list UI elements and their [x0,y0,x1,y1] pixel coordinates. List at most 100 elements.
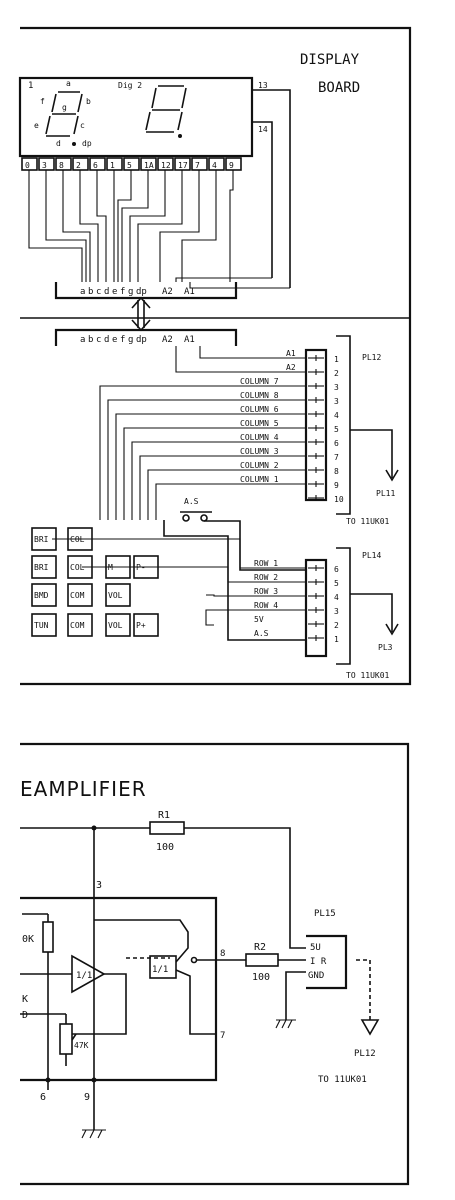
bus-label-lower: d [104,335,109,345]
key-cell [31,555,57,579]
pin-to-bus-wires [28,170,290,289]
bus-label-lower: e [112,335,117,345]
pl15-pin-2: I R [310,957,327,967]
pin-number: 2 [76,161,81,170]
r1-value: 100 [156,842,174,853]
pl14-connector: PL14 PL3 TO 11UK01 [304,547,399,680]
pl12-wire [107,399,306,520]
pl14-pin-number: 1 [334,635,339,644]
pl12-signal-label: COLUMN 2 [240,461,279,470]
r1-resistor [149,821,185,835]
key-cell [31,613,57,637]
pl12-wire [123,427,306,520]
left-partial-3: D [22,1010,28,1021]
pl12-signal-label: A1 [286,349,296,358]
bus-wire [229,170,234,282]
pl12-signal-label: A2 [286,363,296,372]
display-board-frame [20,26,412,686]
node-9: 9 [84,1092,90,1103]
preamplifier-section: EAMPLIFIER R1 100 3 0K K D 47K 1/1 [20,742,410,1186]
r2-resistor [245,953,279,967]
pl14-signal-label: ROW 3 [254,587,278,596]
pin-number: 1 [110,161,115,170]
pl12-pin-number: 1 [334,355,339,364]
bus-wire [96,170,107,282]
bus-label-upper: c [96,287,101,297]
key-cell [67,583,93,607]
bus-label-upper: A2 [162,287,173,297]
pin-number: 8 [59,161,64,170]
ground-symbol [81,1129,106,1139]
key-label: TUN [34,621,49,630]
pl12-wire [99,385,306,520]
pl12-pin-number: 3 [334,397,339,406]
pl12-dest: PL11 [376,489,395,498]
bus-label-upper: a [80,287,85,297]
amp-triangle [71,954,106,994]
pl15-to: TO 11UK01 [318,1075,367,1085]
pl15-arrow [360,1019,380,1036]
pl12-wire [131,441,306,520]
bus-label-upper: g [128,287,133,297]
pl15-pin-1: 5U [310,943,321,953]
pin-number: 7 [195,161,200,170]
pl12-signal-label: COLUMN 7 [240,377,279,386]
pl12-wire [147,469,306,520]
pin-number: 3 [42,161,47,170]
pl14-pin-number: 5 [334,579,339,588]
bus-label-lower: a [80,335,85,345]
bus-label-lower: c [96,335,101,345]
bus-label-lower: f [120,335,125,345]
seg-label-b: b [86,97,91,106]
inv-label: 1/1 [152,965,168,975]
pl12-wire [175,346,306,373]
bus-label-upper: b [88,287,93,297]
pl12-pin-number: 2 [334,369,339,378]
pl14-signal-label: ROW 4 [254,601,278,610]
bus-wire [181,170,217,282]
r2-value: 100 [252,972,270,983]
display-board-section: DISPLAY BOARD 1 a b c d e f g dp Dig 2 [18,26,412,686]
pin-number: 6 [93,161,98,170]
pl12-signal-label: COLUMN 3 [240,447,279,456]
key-cell [31,583,57,607]
node-6: 6 [40,1092,46,1103]
as-switch: A.S [163,497,306,641]
pl14-pin-number: 3 [334,607,339,616]
pin-number: 12 [161,161,171,170]
bus-label-upper: e [112,287,117,297]
pin-13-wire [252,89,291,288]
node-3: 3 [96,880,102,891]
pl12-wire [139,455,306,520]
key-cell [105,613,131,637]
r2-name: R2 [254,942,266,953]
preamp-frame [20,742,410,1186]
digit-1-segments [45,91,83,137]
pl15-title: PL15 [314,909,336,919]
bus-wire [137,170,183,282]
key-label: P+ [136,621,146,630]
pl12-wire [115,413,306,520]
key-cell [67,613,93,637]
pl12-wire [155,483,306,520]
inverter-block [149,955,177,979]
bus-label-lower: dp [136,335,147,345]
seg-label-a: a [66,79,71,88]
bus-wire [121,170,149,282]
pl14-pin-number: 6 [334,565,339,574]
pl14-pin-number: 4 [334,593,339,602]
bus-wire [45,170,87,282]
pin-number: 17 [178,161,188,170]
bus-label-lower: b [88,335,93,345]
key-cell [105,583,131,607]
pin-number: 0 [25,161,30,170]
pl12-signal-label: COLUMN 4 [240,433,279,442]
key-label: VOL [108,621,123,630]
preamp-title: EAMPLIFIER [20,777,147,801]
pl14-body [304,558,328,658]
ic-box [20,896,218,1082]
bus-label-lower: A2 [162,335,173,345]
bus-wire [62,170,91,282]
